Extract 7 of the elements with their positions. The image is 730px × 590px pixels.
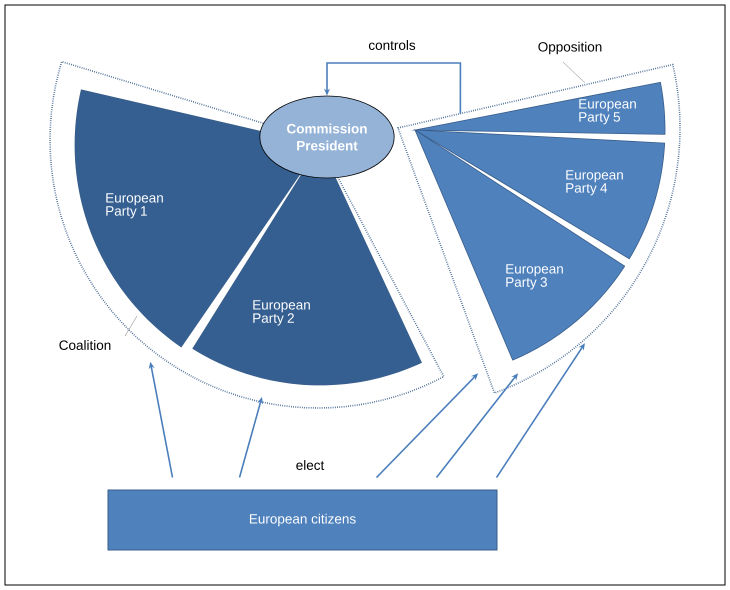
edge-label: controls	[367, 39, 417, 51]
citizens-box: European citizens	[108, 490, 498, 550]
dotted-outline	[49, 60, 445, 409]
group-label: Opposition	[538, 42, 602, 54]
leader-line	[124, 316, 138, 336]
arrow-caption: elect	[296, 460, 324, 470]
leader-line	[562, 62, 586, 84]
